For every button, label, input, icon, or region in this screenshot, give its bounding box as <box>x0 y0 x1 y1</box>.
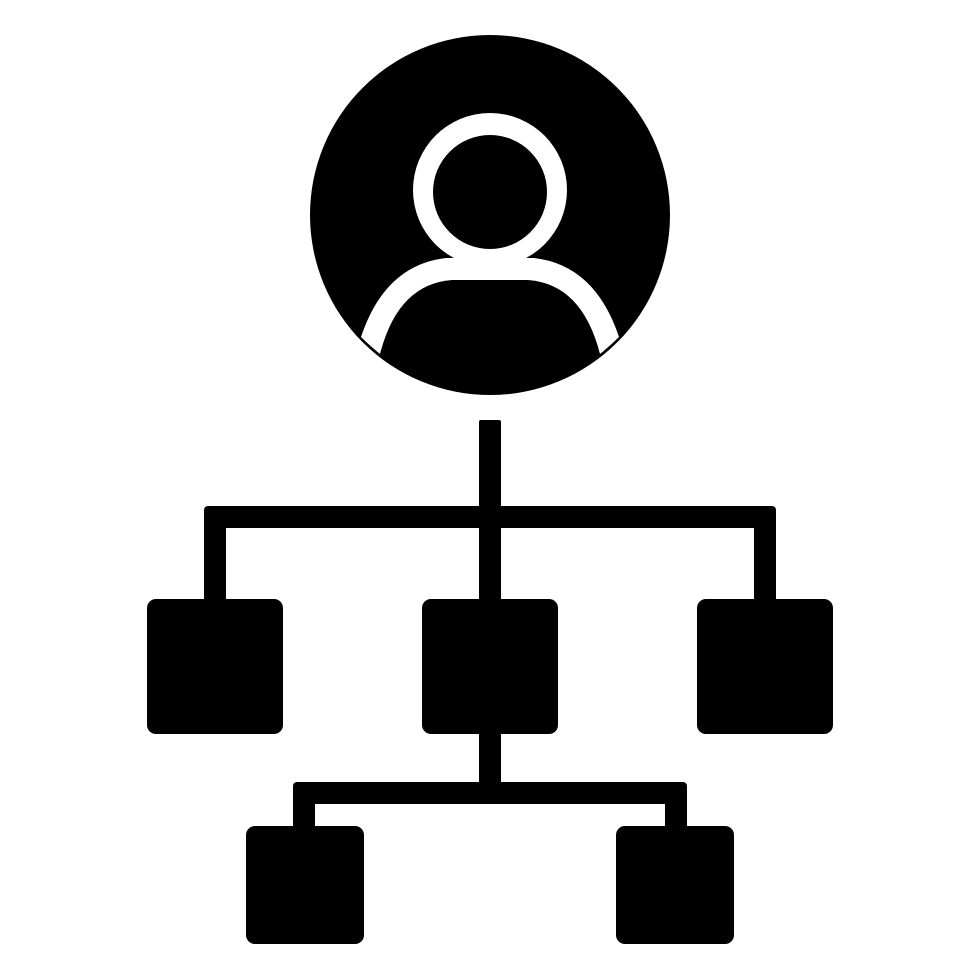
bottom-tier-nodes <box>246 826 734 944</box>
user-avatar-icon <box>310 35 670 395</box>
bottom-tier-bar <box>293 782 687 804</box>
node-center <box>422 599 558 734</box>
right-drop-line <box>754 506 776 604</box>
middle-tier-bar <box>204 506 776 528</box>
bottom-right-drop-line <box>665 782 687 834</box>
avatar-head <box>433 135 547 249</box>
bottom-left-drop-line <box>293 782 315 834</box>
connector-lines <box>204 420 776 834</box>
node-bottom-right <box>616 826 734 944</box>
node-left <box>147 599 283 734</box>
left-drop-line <box>204 506 226 604</box>
middle-tier-nodes <box>147 599 833 734</box>
node-right <box>697 599 833 734</box>
node-bottom-left <box>246 826 364 944</box>
avatar-shoulders <box>380 280 600 395</box>
lower-stem-line <box>479 728 501 798</box>
